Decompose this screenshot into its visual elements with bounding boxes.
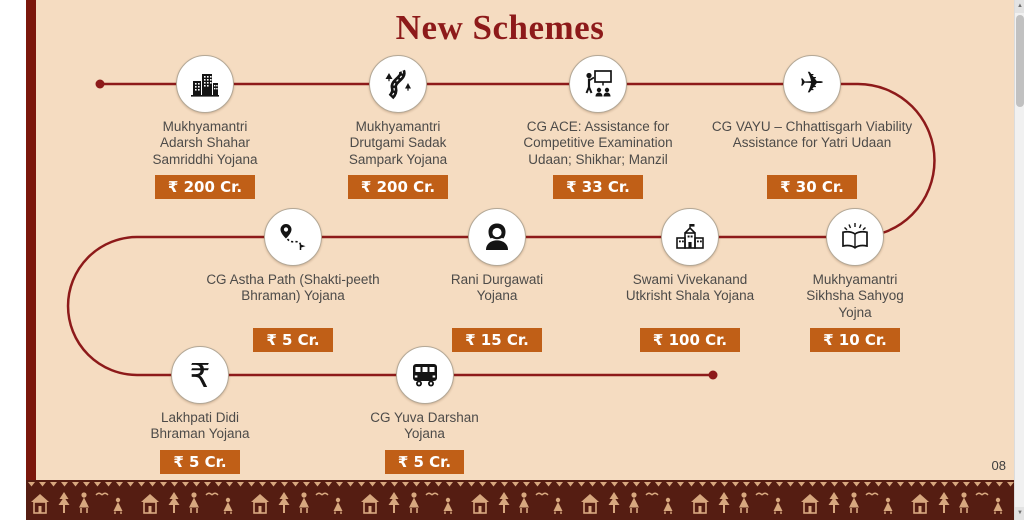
icon-circle <box>826 208 884 266</box>
school-building-icon <box>676 224 704 249</box>
scheme-item: Mukhyamantri Adarsh Shahar Samriddhi Yoj… <box>140 55 270 199</box>
icon-circle <box>569 55 627 113</box>
bus-icon <box>412 364 437 387</box>
amount-badge: ₹ 200 Cr. <box>347 175 449 199</box>
icon-circle <box>264 208 322 266</box>
amount-badge: ₹ 100 Cr. <box>639 328 741 352</box>
scheme-name: Mukhyamantri Sikhsha Sahyog Yojna <box>806 272 904 320</box>
icon-circle <box>661 208 719 266</box>
scheme-item: Mukhyamantri Sikhsha Sahyog Yojna ₹ 10 C… <box>795 208 915 352</box>
route-map-icon <box>280 224 306 250</box>
icon-circle <box>176 55 234 113</box>
airplane-icon: ✈ <box>799 66 825 101</box>
amount-badge: ₹ 33 Cr. <box>553 175 643 199</box>
scheme-name: Rani Durgawati Yojana <box>450 272 544 304</box>
left-accent-bar <box>26 0 36 481</box>
amount-badge: ₹ 200 Cr. <box>154 175 256 199</box>
scheme-name: Lakhpati Didi Bhraman Yojana <box>150 410 250 442</box>
scheme-item: CG Astha Path (Shakti-peeth Bhraman) Yoj… <box>203 208 383 352</box>
scheme-item: Swami Vivekanand Utkrisht Shala Yojana ₹… <box>610 208 770 352</box>
scheme-name: CG Astha Path (Shakti-peeth Bhraman) Yoj… <box>206 272 380 304</box>
icon-circle <box>395 346 454 404</box>
scheme-name: CG VAYU – Chhattisgarh Viability Assista… <box>711 119 913 151</box>
amount-badge: ₹ 10 Cr. <box>810 328 900 352</box>
scheme-name: Swami Vivekanand Utkrisht Shala Yojana <box>625 272 755 304</box>
scheme-item: CG ACE: Assistance for Competitive Exami… <box>508 55 688 199</box>
rupee-icon: ₹ <box>189 355 211 395</box>
open-book-icon <box>842 223 868 249</box>
tribal-pattern-art <box>26 480 1014 520</box>
scrollbar-thumb[interactable] <box>1016 15 1024 107</box>
scheme-item: Rani Durgawati Yojana ₹ 15 Cr. <box>437 208 557 352</box>
icon-circle: ✈ <box>783 55 841 113</box>
winding-road-icon <box>385 69 411 100</box>
amount-badge: ₹ 30 Cr. <box>767 175 857 199</box>
presentation-icon <box>585 70 612 97</box>
amount-badge: ₹ 5 Cr. <box>160 450 240 474</box>
icon-circle <box>468 208 526 266</box>
scheme-item: Mukhyamantri Drutgami Sadak Sampark Yoja… <box>333 55 463 199</box>
page-title: New Schemes <box>395 8 605 47</box>
scrollbar-up-arrow[interactable]: ▲ <box>1015 0 1024 13</box>
scheme-name: CG Yuva Darshan Yojana <box>370 410 479 442</box>
icon-circle: ₹ <box>171 346 229 404</box>
amount-badge: ₹ 15 Cr. <box>452 328 542 352</box>
woman-icon <box>486 223 508 250</box>
scheme-name: Mukhyamantri Adarsh Shahar Samriddhi Yoj… <box>152 119 258 167</box>
amount-badge: ₹ 5 Cr. <box>253 328 333 352</box>
scheme-name: Mukhyamantri Drutgami Sadak Sampark Yoja… <box>348 119 448 167</box>
scrollbar-down-arrow[interactable]: ▼ <box>1015 507 1024 520</box>
icon-circle <box>369 55 427 113</box>
scheme-item: ✈ CG VAYU – Chhattisgarh Viability Assis… <box>707 55 917 199</box>
scrollbar[interactable]: ▲ ▼ <box>1014 0 1024 520</box>
scheme-name: CG ACE: Assistance for Competitive Exami… <box>523 119 673 167</box>
page-number: 08 <box>991 458 1006 473</box>
scheme-item: ₹ Lakhpati Didi Bhraman Yojana ₹ 5 Cr. <box>135 346 265 474</box>
amount-badge: ₹ 5 Cr. <box>384 450 465 474</box>
scheme-item: CG Yuva Darshan Yojana ₹ 5 Cr. <box>362 346 487 474</box>
city-buildings-icon <box>191 74 219 97</box>
footer-border-pattern <box>26 480 1014 520</box>
